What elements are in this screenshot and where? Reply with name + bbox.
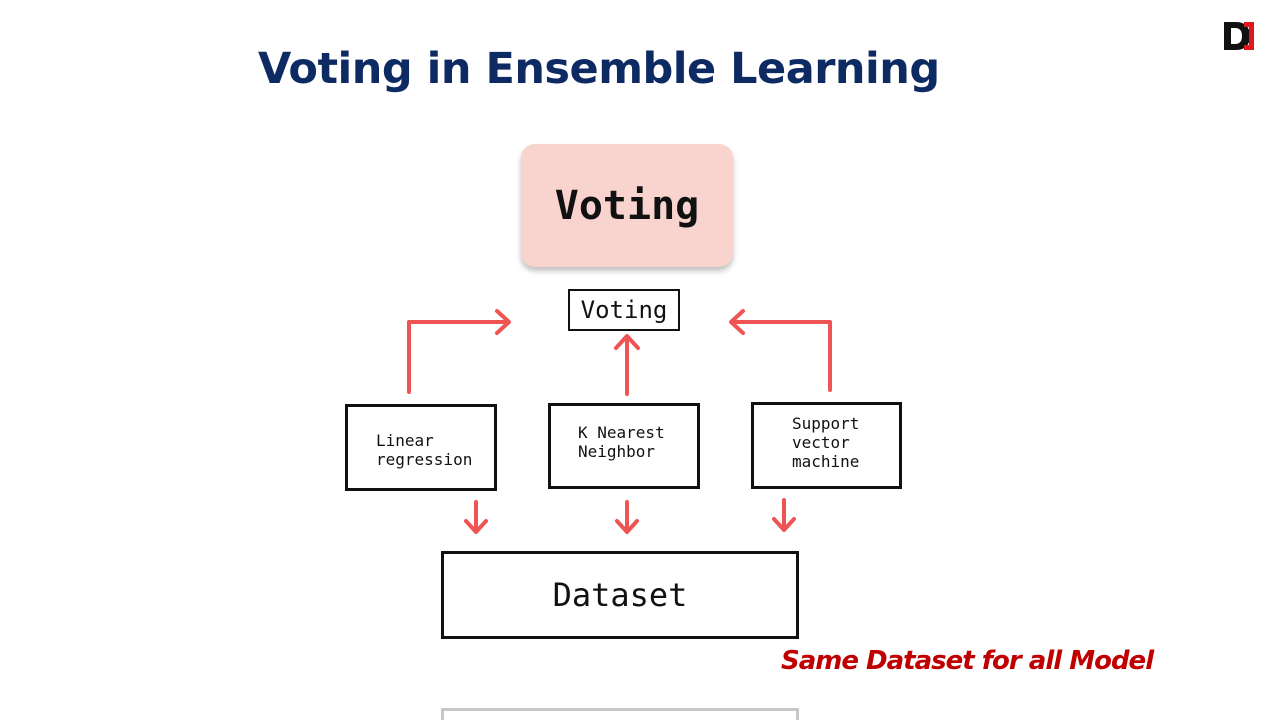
model-support-vector-machine: Support vector machine (751, 402, 902, 489)
model-label: K Nearest Neighbor (578, 423, 665, 461)
voting-node: Voting (568, 289, 680, 331)
model-k-nearest-neighbor: K Nearest Neighbor (548, 403, 700, 489)
voting-header-box: Voting (521, 144, 733, 267)
d-logo-icon (1224, 22, 1254, 50)
model-label: Linear regression (376, 430, 473, 469)
dataset-note: Same Dataset for all Model (781, 646, 1154, 676)
model-linear-regression: Linear regression (345, 404, 497, 491)
model-label: Support vector machine (792, 414, 860, 471)
next-slide-box-partial (441, 708, 799, 720)
dataset-node: Dataset (441, 551, 799, 639)
slide-title: Voting in Ensemble Learning (258, 44, 940, 94)
